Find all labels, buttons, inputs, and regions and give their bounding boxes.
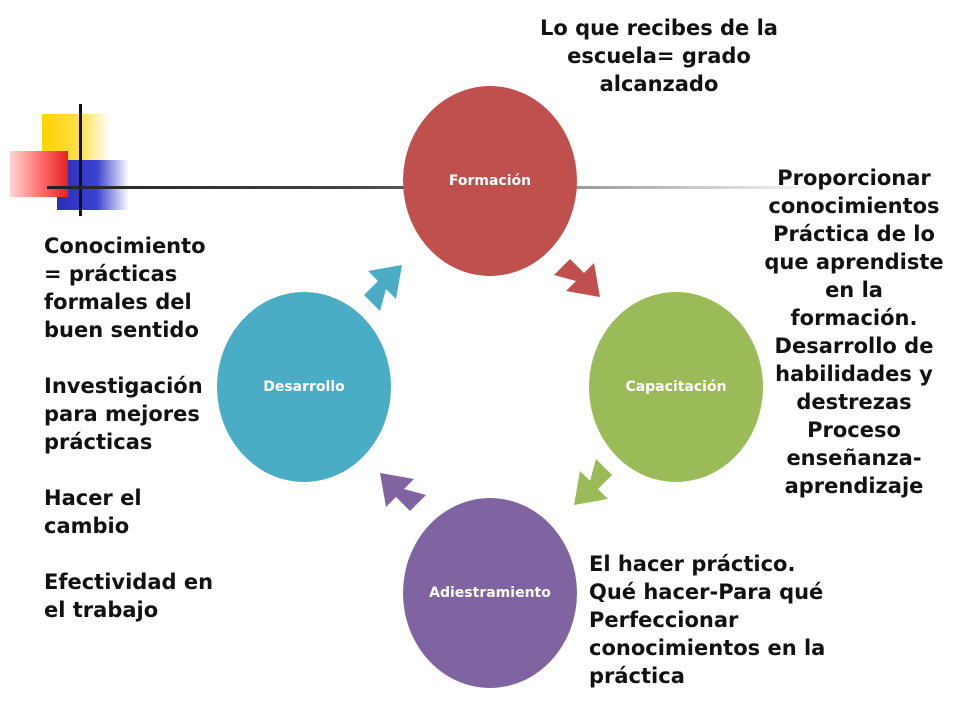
annotation-desarrollo: Conocimiento = prácticas formales del bu…: [44, 232, 224, 624]
annotation-adiestramiento-item: El hacer práctico.: [589, 552, 796, 576]
node-formacion: Formación: [403, 86, 577, 276]
annotation-capacitacion: Proporcionar conocimientos Práctica de l…: [758, 164, 950, 500]
annotation-desarrollo-item: Efectividad en el trabajo: [44, 570, 214, 622]
decorative-blue-square: [57, 160, 129, 210]
arrow-left-down-icon: [574, 459, 612, 505]
annotation-desarrollo-item: Conocimiento = prácticas formales del bu…: [44, 234, 206, 342]
arrow-left-up-icon: [380, 473, 426, 511]
annotation-capacitacion-item: Proceso enseñanza-aprendizaje: [784, 418, 924, 498]
annotation-adiestramiento: El hacer práctico. Qué hacer-Para qué Pe…: [589, 550, 849, 690]
annotation-desarrollo-item: Hacer el cambio: [44, 486, 142, 538]
arrow-capacitacion-to-adiestramiento: [556, 455, 616, 515]
node-desarrollo: Desarrollo: [217, 292, 391, 482]
node-capacitacion: Capacitación: [589, 292, 763, 482]
node-formacion-label: Formación: [448, 173, 532, 189]
annotation-adiestramiento-item: Perfeccionar conocimientos en la práctic…: [589, 608, 826, 688]
arrow-adiestramiento-to-desarrollo: [370, 465, 430, 525]
arrow-right-down-icon: [554, 259, 600, 297]
decorative-vertical-line: [79, 104, 82, 216]
decorative-red-square: [10, 151, 68, 197]
node-adiestramiento: Adiestramiento: [403, 498, 577, 688]
arrow-desarrollo-to-formacion: [360, 255, 420, 315]
annotation-capacitacion-item: Práctica de lo que aprendiste en la form…: [764, 222, 944, 330]
node-capacitacion-label: Capacitación: [625, 379, 727, 395]
annotation-formacion: Lo que recibes de la escuela= grado alca…: [540, 16, 778, 96]
annotation-desarrollo-item: Investigación para mejores prácticas: [44, 374, 203, 454]
arrow-formacion-to-capacitacion: [550, 245, 610, 305]
annotation-adiestramiento-item: Qué hacer-Para qué: [589, 580, 824, 604]
node-adiestramiento-label: Adiestramiento: [429, 585, 551, 601]
arrow-right-up-icon: [364, 265, 402, 311]
node-desarrollo-label: Desarrollo: [263, 379, 345, 395]
annotation-capacitacion-item: Proporcionar conocimientos: [768, 166, 940, 218]
annotation-capacitacion-item: Desarrollo de habilidades y destrezas: [774, 334, 934, 414]
